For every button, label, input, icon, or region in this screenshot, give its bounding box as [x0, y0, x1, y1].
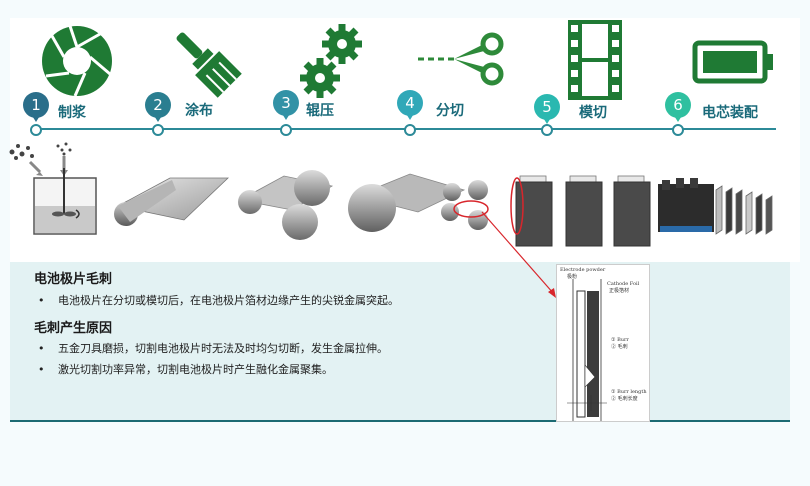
mixing-tank-illustration [9, 142, 97, 235]
burr-label: ① Burr [611, 337, 629, 343]
timeline-node [30, 124, 42, 136]
step-label-3: 辊压 [306, 103, 334, 119]
timeline-node [280, 124, 292, 136]
paintbrush-icon [176, 32, 242, 98]
step-marker-2: 2 [145, 92, 171, 122]
step-label-1: 制浆 [58, 105, 86, 121]
film-strip-icon [568, 20, 622, 100]
callout-arrow [481, 211, 556, 298]
calender-rollers-illustration [238, 170, 334, 240]
cell-assembly-illustration [658, 178, 773, 235]
slitting-machine-illustration [348, 173, 488, 232]
die-cut-cells-illustration [510, 175, 651, 247]
electrode-powder-cn: 极粉 [567, 274, 578, 280]
timeline-node [404, 124, 416, 136]
timeline-node [672, 124, 684, 136]
burr-figure: Electrode powder 极粉 Cathode Foil 正极箔材 ① … [556, 264, 650, 422]
text-panel [10, 262, 790, 422]
electrode-powder-label: Electrode powder [560, 267, 606, 273]
step-label-2: 涂布 [185, 103, 213, 119]
cause-bullet-2: •激光切割功率异常，切割电池极片时产生融化金属聚集。 [38, 363, 333, 376]
definition-title: 电池极片毛刺 [34, 272, 113, 287]
coating-roll-illustration [114, 177, 229, 226]
definition-bullet: •电池极片在分切或模切后，在电池极片箔材边缘产生的尖锐金属突起。 [38, 294, 399, 307]
burr-length-label: ① Burr length [611, 389, 647, 395]
foil-cross-section [567, 279, 607, 421]
step-marker-5: 5 [534, 94, 560, 124]
step-label-4: 分切 [436, 103, 464, 119]
burr-length-cn: ② 毛刺长度 [611, 396, 638, 402]
step-marker-3: 3 [273, 90, 299, 120]
timeline-node [152, 124, 164, 136]
step-marker-1: 1 [23, 92, 49, 122]
battery-icon [692, 40, 773, 84]
cathode-foil-cn: 正极箔材 [609, 288, 630, 294]
cathode-foil-label: Cathode Foil [607, 281, 640, 287]
step-marker-6: 6 [665, 92, 691, 122]
step-marker-4: 4 [397, 90, 423, 120]
aperture-icon [42, 25, 112, 97]
step-label-6: 电芯装配 [702, 105, 758, 121]
causes-title: 毛刺产生原因 [34, 321, 113, 336]
step-label-5: 模切 [579, 105, 607, 121]
burr-cn: ② 毛刺 [611, 344, 628, 350]
cut-highlight [453, 200, 489, 218]
gears-icon [300, 24, 362, 98]
scissors-icon [418, 32, 504, 86]
timeline-node [541, 124, 553, 136]
cause-bullet-1: •五金刀具磨损，切割电池极片时无法及时均匀切断，发生金属拉伸。 [38, 342, 388, 355]
